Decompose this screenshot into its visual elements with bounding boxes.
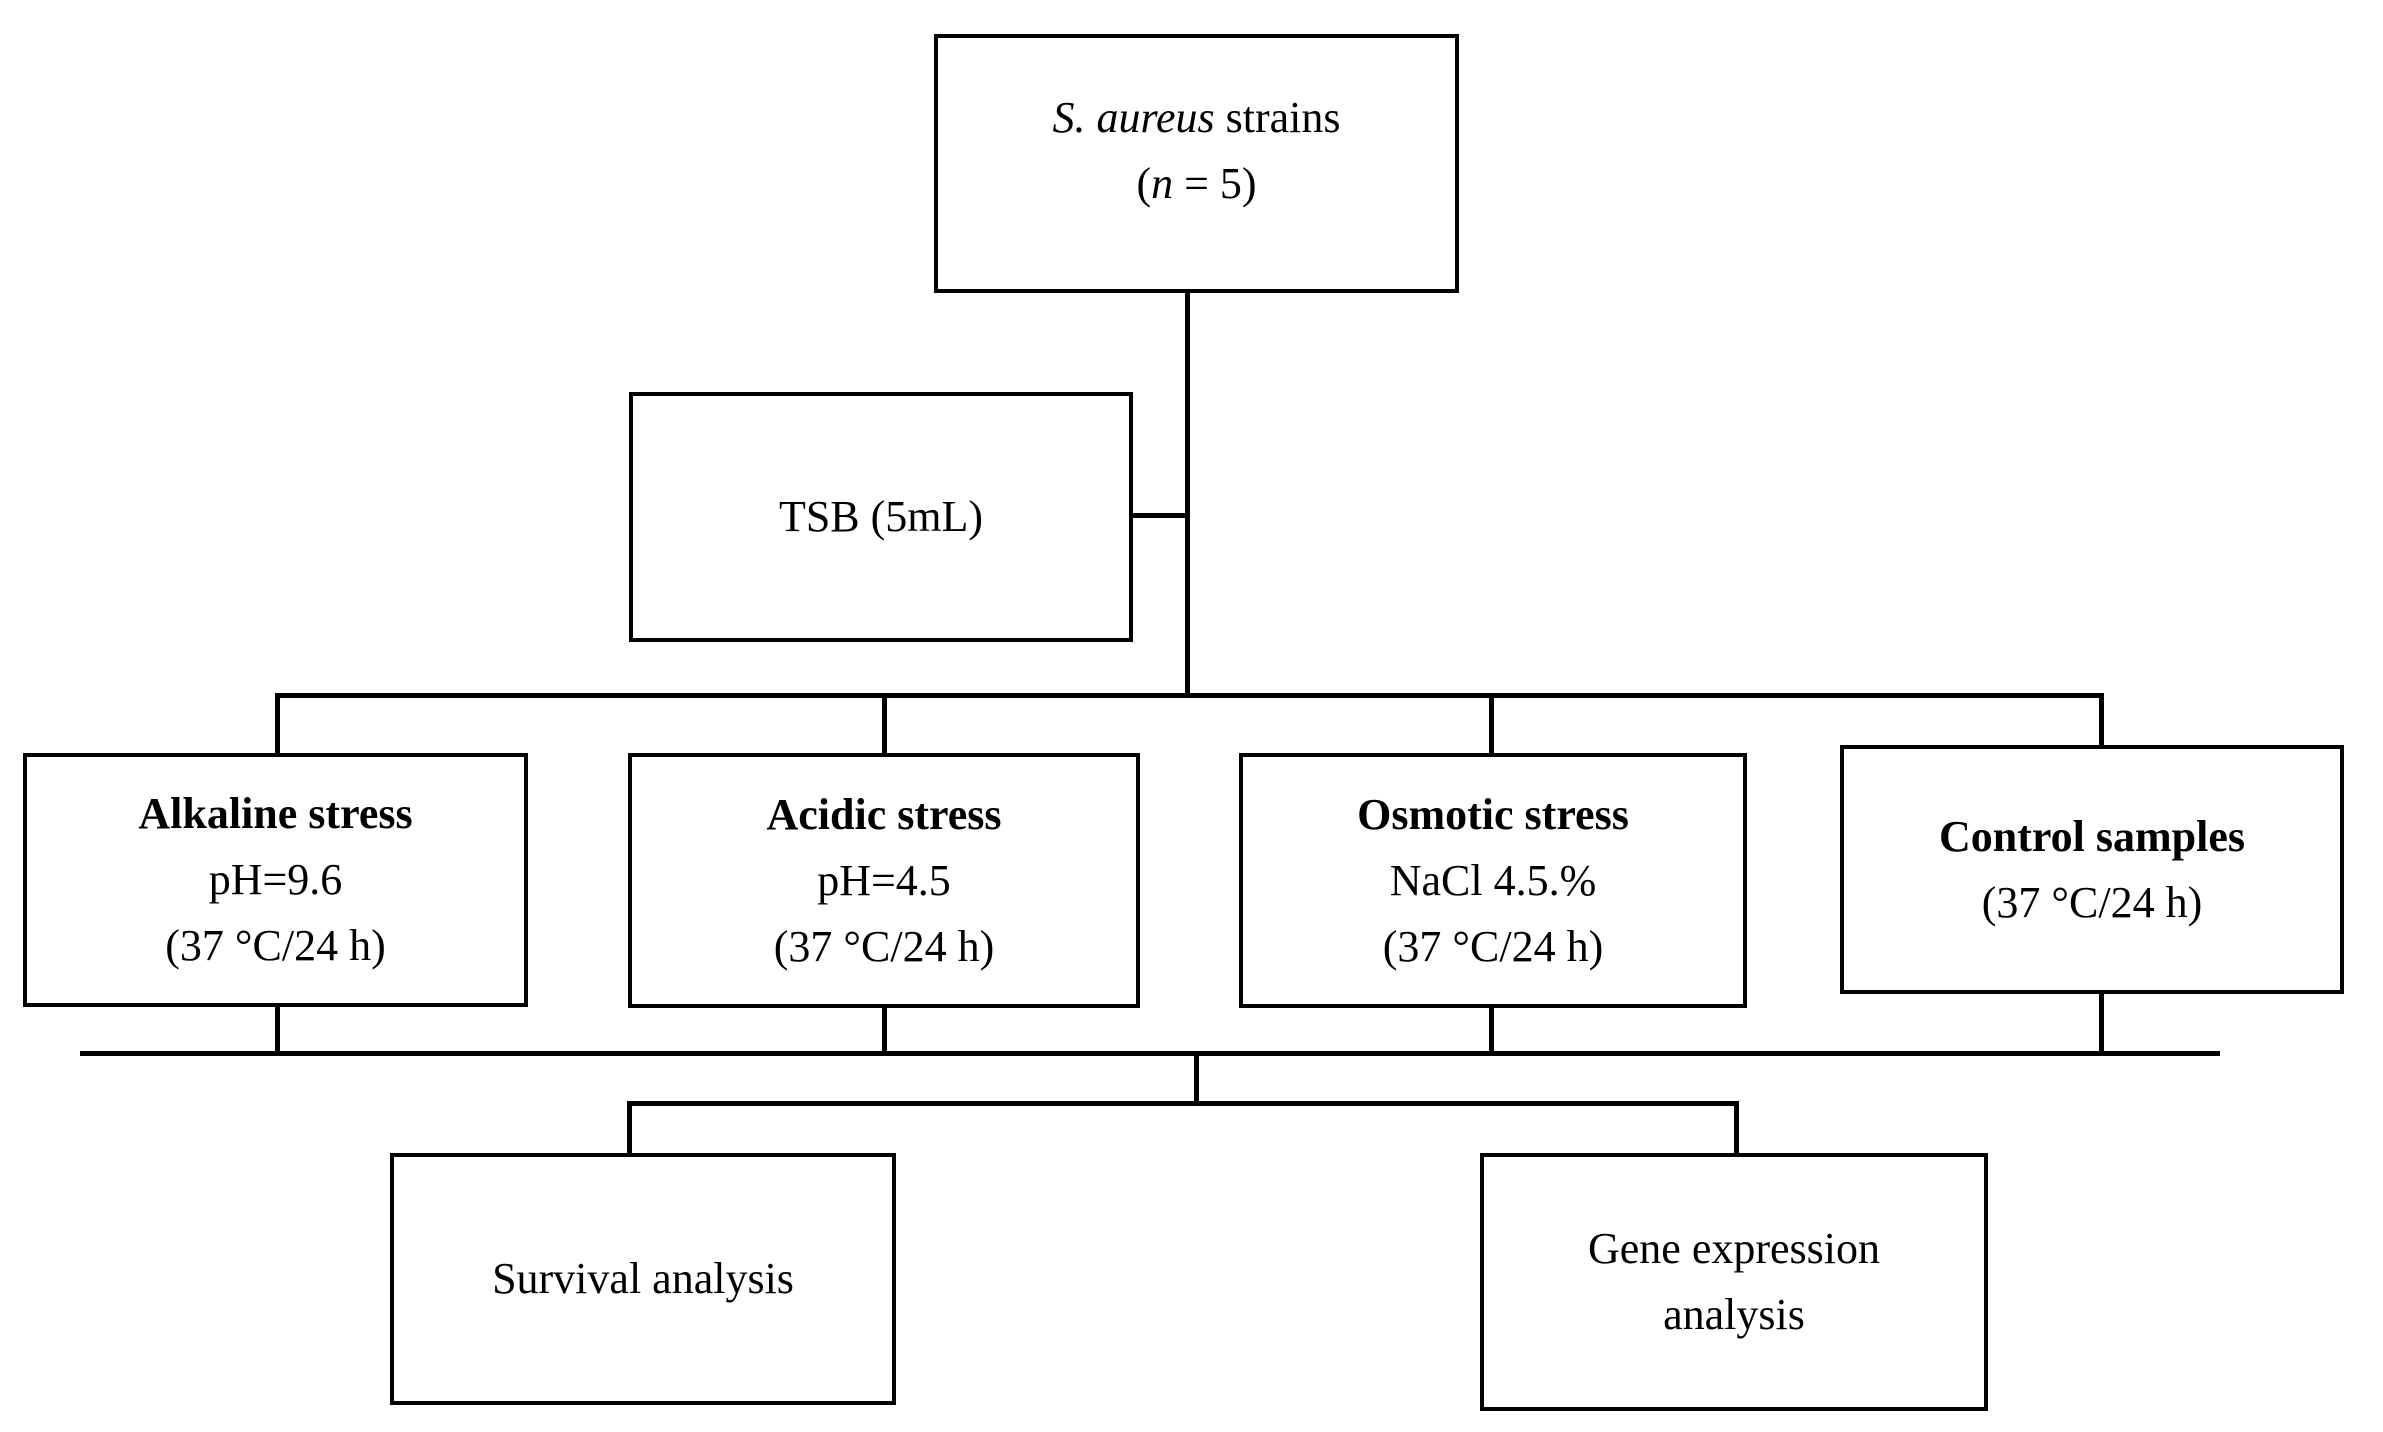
connector-out-control — [2099, 992, 2104, 1055]
s-aureus-strains-box: S. aureus strains (n = 5) — [934, 34, 1459, 293]
connector-drop-alkaline — [275, 695, 280, 755]
box-line: TSB (5mL) — [778, 492, 984, 541]
connector-out-alkaline — [275, 1005, 280, 1055]
box-line: (37 °C/24 h) — [773, 921, 995, 971]
gene-expression-analysis-box: Gene expression analysis — [1480, 1153, 1988, 1411]
species-name-italic: S. aureus — [1052, 93, 1215, 142]
box-title: Acidic stress — [766, 789, 1002, 839]
connector-drop-survival — [627, 1101, 632, 1155]
osmotic-stress-box: Osmotic stress NaCl 4.5.% (37 °C/24 h) — [1239, 753, 1747, 1008]
box-title: Control samples — [1939, 811, 2245, 861]
connector-top-bus — [275, 693, 2104, 698]
acidic-stress-box: Acidic stress pH=4.5 (37 °C/24 h) — [628, 753, 1140, 1008]
connector-drop-control — [2099, 695, 2104, 747]
box-line: analysis — [1663, 1290, 1805, 1339]
connector-collect-bus — [80, 1051, 2220, 1056]
box-line: pH=9.6 — [208, 855, 343, 904]
alkaline-stress-box: Alkaline stress pH=9.6 (37 °C/24 h) — [23, 753, 528, 1007]
box-title: Alkaline stress — [138, 789, 413, 838]
box-line: (n = 5) — [1136, 151, 1256, 217]
connector-drop-osmotic — [1489, 695, 1494, 755]
connector-drop-acidic — [882, 695, 887, 755]
box-line: S. aureus strains — [1052, 85, 1340, 151]
tsb-box: TSB (5mL) — [629, 392, 1133, 642]
box-line: (37 °C/24 h) — [1382, 921, 1604, 971]
survival-analysis-box: Survival analysis — [390, 1153, 896, 1405]
paren-open: ( — [1136, 159, 1152, 208]
connector-analysis-bus — [627, 1101, 1739, 1106]
n-italic: n — [1151, 159, 1174, 208]
box-line: pH=4.5 — [817, 855, 951, 905]
connector-mid-vertical — [1194, 1051, 1199, 1106]
connector-drop-gene — [1734, 1101, 1739, 1155]
box-line: (37 °C/24 h) — [165, 921, 386, 970]
connector-out-acidic — [882, 1005, 887, 1055]
control-samples-box: Control samples (37 °C/24 h) — [1840, 745, 2344, 994]
connector-trunk-vertical — [1185, 293, 1190, 695]
box-line: (37 °C/24 h) — [1981, 877, 2203, 927]
box-line: Gene expression — [1587, 1224, 1880, 1273]
strains-text: strains — [1214, 93, 1341, 142]
box-line: Survival analysis — [492, 1254, 794, 1303]
sample-count: = 5) — [1173, 159, 1257, 208]
connector-out-osmotic — [1489, 1005, 1494, 1055]
box-line: NaCl 4.5.% — [1389, 855, 1597, 905]
box-title: Osmotic stress — [1357, 789, 1629, 839]
connector-tsb-stub — [1129, 513, 1187, 518]
